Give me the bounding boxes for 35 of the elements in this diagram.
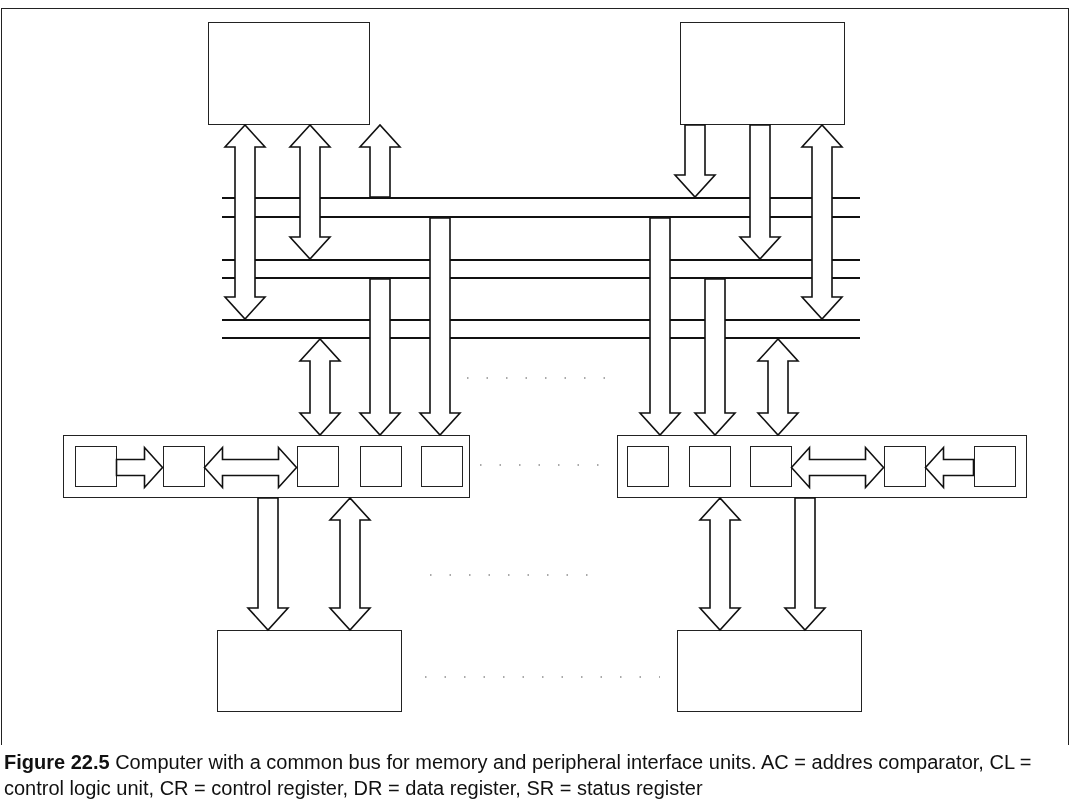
double-block-arrow [203, 445, 298, 490]
block-arrow [783, 497, 827, 632]
register-box [973, 445, 1016, 487]
block-arrow [115, 445, 164, 490]
register-box [626, 445, 669, 487]
register-box [74, 445, 117, 487]
block-arrow [693, 278, 737, 437]
box [208, 22, 370, 125]
double-block-arrow [698, 496, 742, 632]
figure-caption: Figure 22.5 Computer with a common bus for memory and peripheral interface units. AC = addres comparator, CL = control logic unit, CR = control register, DR = data register, SR = status register [4, 750, 1033, 801]
block-arrow [358, 278, 402, 437]
double-block-arrow [328, 496, 372, 632]
block-arrow [924, 445, 975, 490]
block-arrow [638, 217, 682, 437]
block-arrow [673, 124, 717, 199]
register-box [749, 445, 792, 487]
block-arrow [246, 497, 290, 632]
double-block-arrow [298, 337, 342, 437]
double-block-arrow [790, 445, 885, 490]
register-box [162, 445, 205, 487]
box [677, 630, 862, 712]
box [680, 22, 845, 125]
double-block-arrow [800, 123, 844, 321]
double-block-arrow [288, 123, 332, 261]
register-box [296, 445, 339, 487]
register-box [420, 445, 463, 487]
block-arrow [738, 124, 782, 261]
register-box [688, 445, 731, 487]
box [217, 630, 402, 712]
register-box [883, 445, 926, 487]
register-box [359, 445, 402, 487]
block-arrow [358, 123, 402, 198]
double-block-arrow [756, 337, 800, 437]
double-block-arrow [223, 123, 267, 321]
block-arrow [418, 217, 462, 437]
